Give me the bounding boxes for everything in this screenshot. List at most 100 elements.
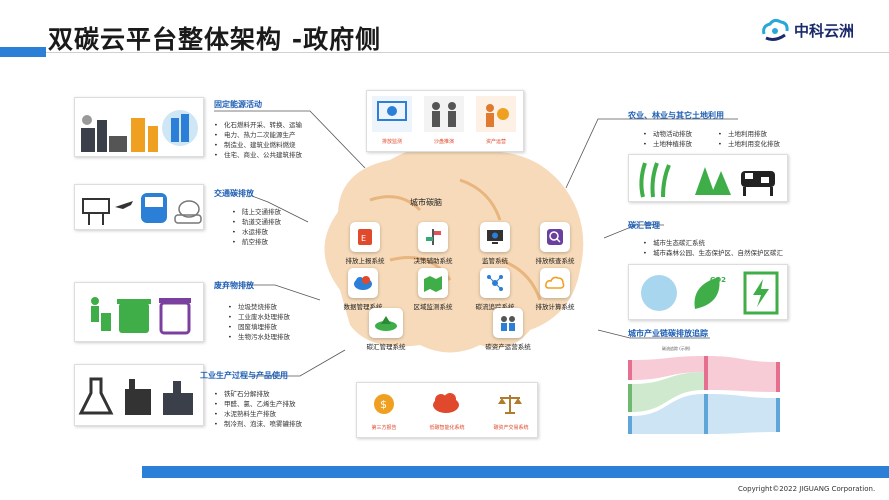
list-item: 甲醛、氯、乙烯生产排放 — [214, 399, 324, 409]
system-supervision: 监管系统 — [470, 222, 520, 265]
system-verify: 排放核查系统 — [530, 222, 580, 265]
network-icon — [480, 268, 510, 298]
copyright: Copyright©2022 JIGUANG Corporation. — [738, 485, 876, 493]
cloud-data-icon — [348, 268, 378, 298]
traffic-list: 陆上交通排放 轨道交通排放 水运排放 航空排放 — [232, 207, 312, 247]
meeting-icon — [424, 96, 464, 132]
bottom-item-label: 第三方报告 — [371, 425, 397, 431]
power-plant-icon — [81, 110, 198, 152]
carbon-sink-list: 城市生态碳汇系统 城市森林公园、生态保护区、自然保护区碳汇 — [643, 238, 813, 258]
list-item: 轨道交通排放 — [232, 217, 312, 227]
co2-label: CO2 — [710, 276, 726, 284]
agri-title: 农业、林业与其它土地利用 — [628, 111, 724, 120]
list-item: 垃圾焚烧排放 — [228, 302, 294, 312]
monitor-icon — [372, 96, 412, 132]
bottom-item-label: 碳资产交易系统 — [493, 425, 529, 431]
traffic-title: 交通碳排放 — [214, 189, 254, 198]
monitor-screen-icon — [480, 222, 510, 252]
co2-bubble-icon — [641, 275, 677, 311]
top-item-label: 沙盘推演 — [433, 139, 454, 145]
wheat-icon — [639, 162, 671, 198]
sankey-caption: 碳流追踪 (示例) — [662, 346, 691, 351]
verify-icon — [540, 222, 570, 252]
fixed-energy-title: 固定能源活动 — [214, 100, 262, 109]
agri-list-1: 动物活动排放 土地种植排放 — [643, 129, 718, 149]
agri-list-2: 土地利用排放 土地利用变化排放 — [718, 129, 798, 149]
svg-text:E: E — [361, 234, 366, 243]
people-icon — [493, 308, 523, 338]
list-item: 化石燃料开采、转换、运输 — [214, 120, 310, 130]
logo-text: 中科云洲 — [794, 21, 855, 40]
fixed-energy-image — [74, 97, 204, 157]
list-item: 城市生态碳汇系统 — [643, 238, 813, 248]
page-title: 双碳云平台整体架构 -政府侧 — [48, 25, 382, 54]
footer-bar — [142, 466, 889, 478]
list-item: 土地利用排放 — [718, 129, 798, 139]
system-label: 排放计算系统 — [535, 303, 575, 311]
list-item: 水泥熟料生产排放 — [214, 409, 324, 419]
system-report: E 排放上报系统 — [340, 222, 390, 265]
list-item: 电力、热力二次能源生产 — [214, 130, 310, 140]
system-data: 数据管理系统 — [338, 268, 388, 311]
industry-list: 铁矿石分解排放 甲醛、氯、乙烯生产排放 水泥熟料生产排放 制冷剂、泡沫、喷雾罐排… — [214, 389, 324, 429]
report-icon: E — [350, 222, 380, 252]
traffic-image — [74, 184, 204, 230]
system-region: 区域监测系统 — [408, 268, 458, 311]
list-item: 生物污水处理排放 — [228, 332, 294, 342]
list-item: 土地利用变化排放 — [718, 139, 798, 149]
map-icon — [418, 268, 448, 298]
brain-title: 城市碳脑 — [410, 198, 442, 207]
list-item: 铁矿石分解排放 — [214, 389, 324, 399]
industry-icon — [78, 377, 193, 415]
list-item: 工业废水处理排放 — [228, 312, 294, 322]
top-item-label: 排放监测 — [381, 139, 402, 145]
carbon-sink-image — [628, 264, 788, 320]
system-label: 碳汇管理系统 — [366, 343, 406, 351]
system-sink: 碳汇管理系统 — [356, 308, 416, 351]
company-logo: 中科云洲 — [760, 16, 854, 44]
system-label: 排放上报系统 — [345, 257, 385, 265]
list-item: 水运排放 — [232, 227, 312, 237]
bottom-item-label: 低碳智能化系统 — [429, 425, 465, 431]
waste-bins-icon — [91, 297, 191, 335]
cow-icon — [741, 171, 775, 196]
header-stripe — [0, 47, 46, 57]
system-tracking: 碳流追踪系统 — [470, 268, 520, 311]
tree-icon — [695, 167, 731, 195]
coin-icon: $ — [370, 392, 398, 420]
system-label: 决策辅助系统 — [413, 257, 453, 265]
top-item-label: 资产运营 — [485, 139, 506, 145]
carbon-sink-title: 碳汇管理 — [628, 221, 660, 230]
system-asset: 碳资产运营系统 — [478, 308, 538, 351]
system-calc: 排放计算系统 — [530, 268, 580, 311]
co2-leaf-icon — [694, 277, 720, 309]
system-label: 排放核查系统 — [535, 257, 575, 265]
list-item: 城市森林公园、生态保护区、自然保护区碳汇 — [643, 248, 813, 258]
cloud-calc-icon — [540, 268, 570, 298]
balance-scale-icon — [496, 392, 524, 420]
cloud-logo-icon — [762, 18, 789, 41]
brain-shape — [324, 145, 584, 353]
list-item: 动物活动排放 — [643, 129, 718, 139]
waste-list: 垃圾焚烧排放 工业废水处理排放 固废填埋排放 生物污水处理排放 — [228, 302, 294, 342]
system-label: 碳资产运营系统 — [485, 343, 531, 351]
list-item: 制造业、建筑业燃料燃烧 — [214, 140, 310, 150]
energy-icon — [743, 271, 779, 315]
industry-image — [74, 364, 204, 426]
sankey-chart: 碳流追踪 (示例) — [614, 346, 790, 442]
list-item: 固废填埋排放 — [228, 322, 294, 332]
list-item: 制冷剂、泡沫、喷雾罐排放 — [214, 419, 324, 429]
list-item: 土地种植排放 — [643, 139, 718, 149]
industry-title: 工业生产过程与产品使用 — [200, 371, 288, 380]
transport-icon — [82, 193, 202, 225]
fixed-energy-list: 化石燃料开采、转换、运输 电力、热力二次能源生产 制造业、建筑业燃料燃烧 住宅、… — [214, 120, 310, 160]
island-icon — [369, 308, 403, 338]
list-item: 住宅、商业、公共建筑排放 — [214, 150, 310, 160]
system-cloud-icon — [430, 390, 462, 420]
header-divider — [46, 52, 889, 53]
waste-title: 废弃物排放 — [214, 281, 254, 290]
asset-icon — [476, 96, 516, 132]
list-item: 陆上交通排放 — [232, 207, 312, 217]
waste-image — [74, 282, 204, 342]
